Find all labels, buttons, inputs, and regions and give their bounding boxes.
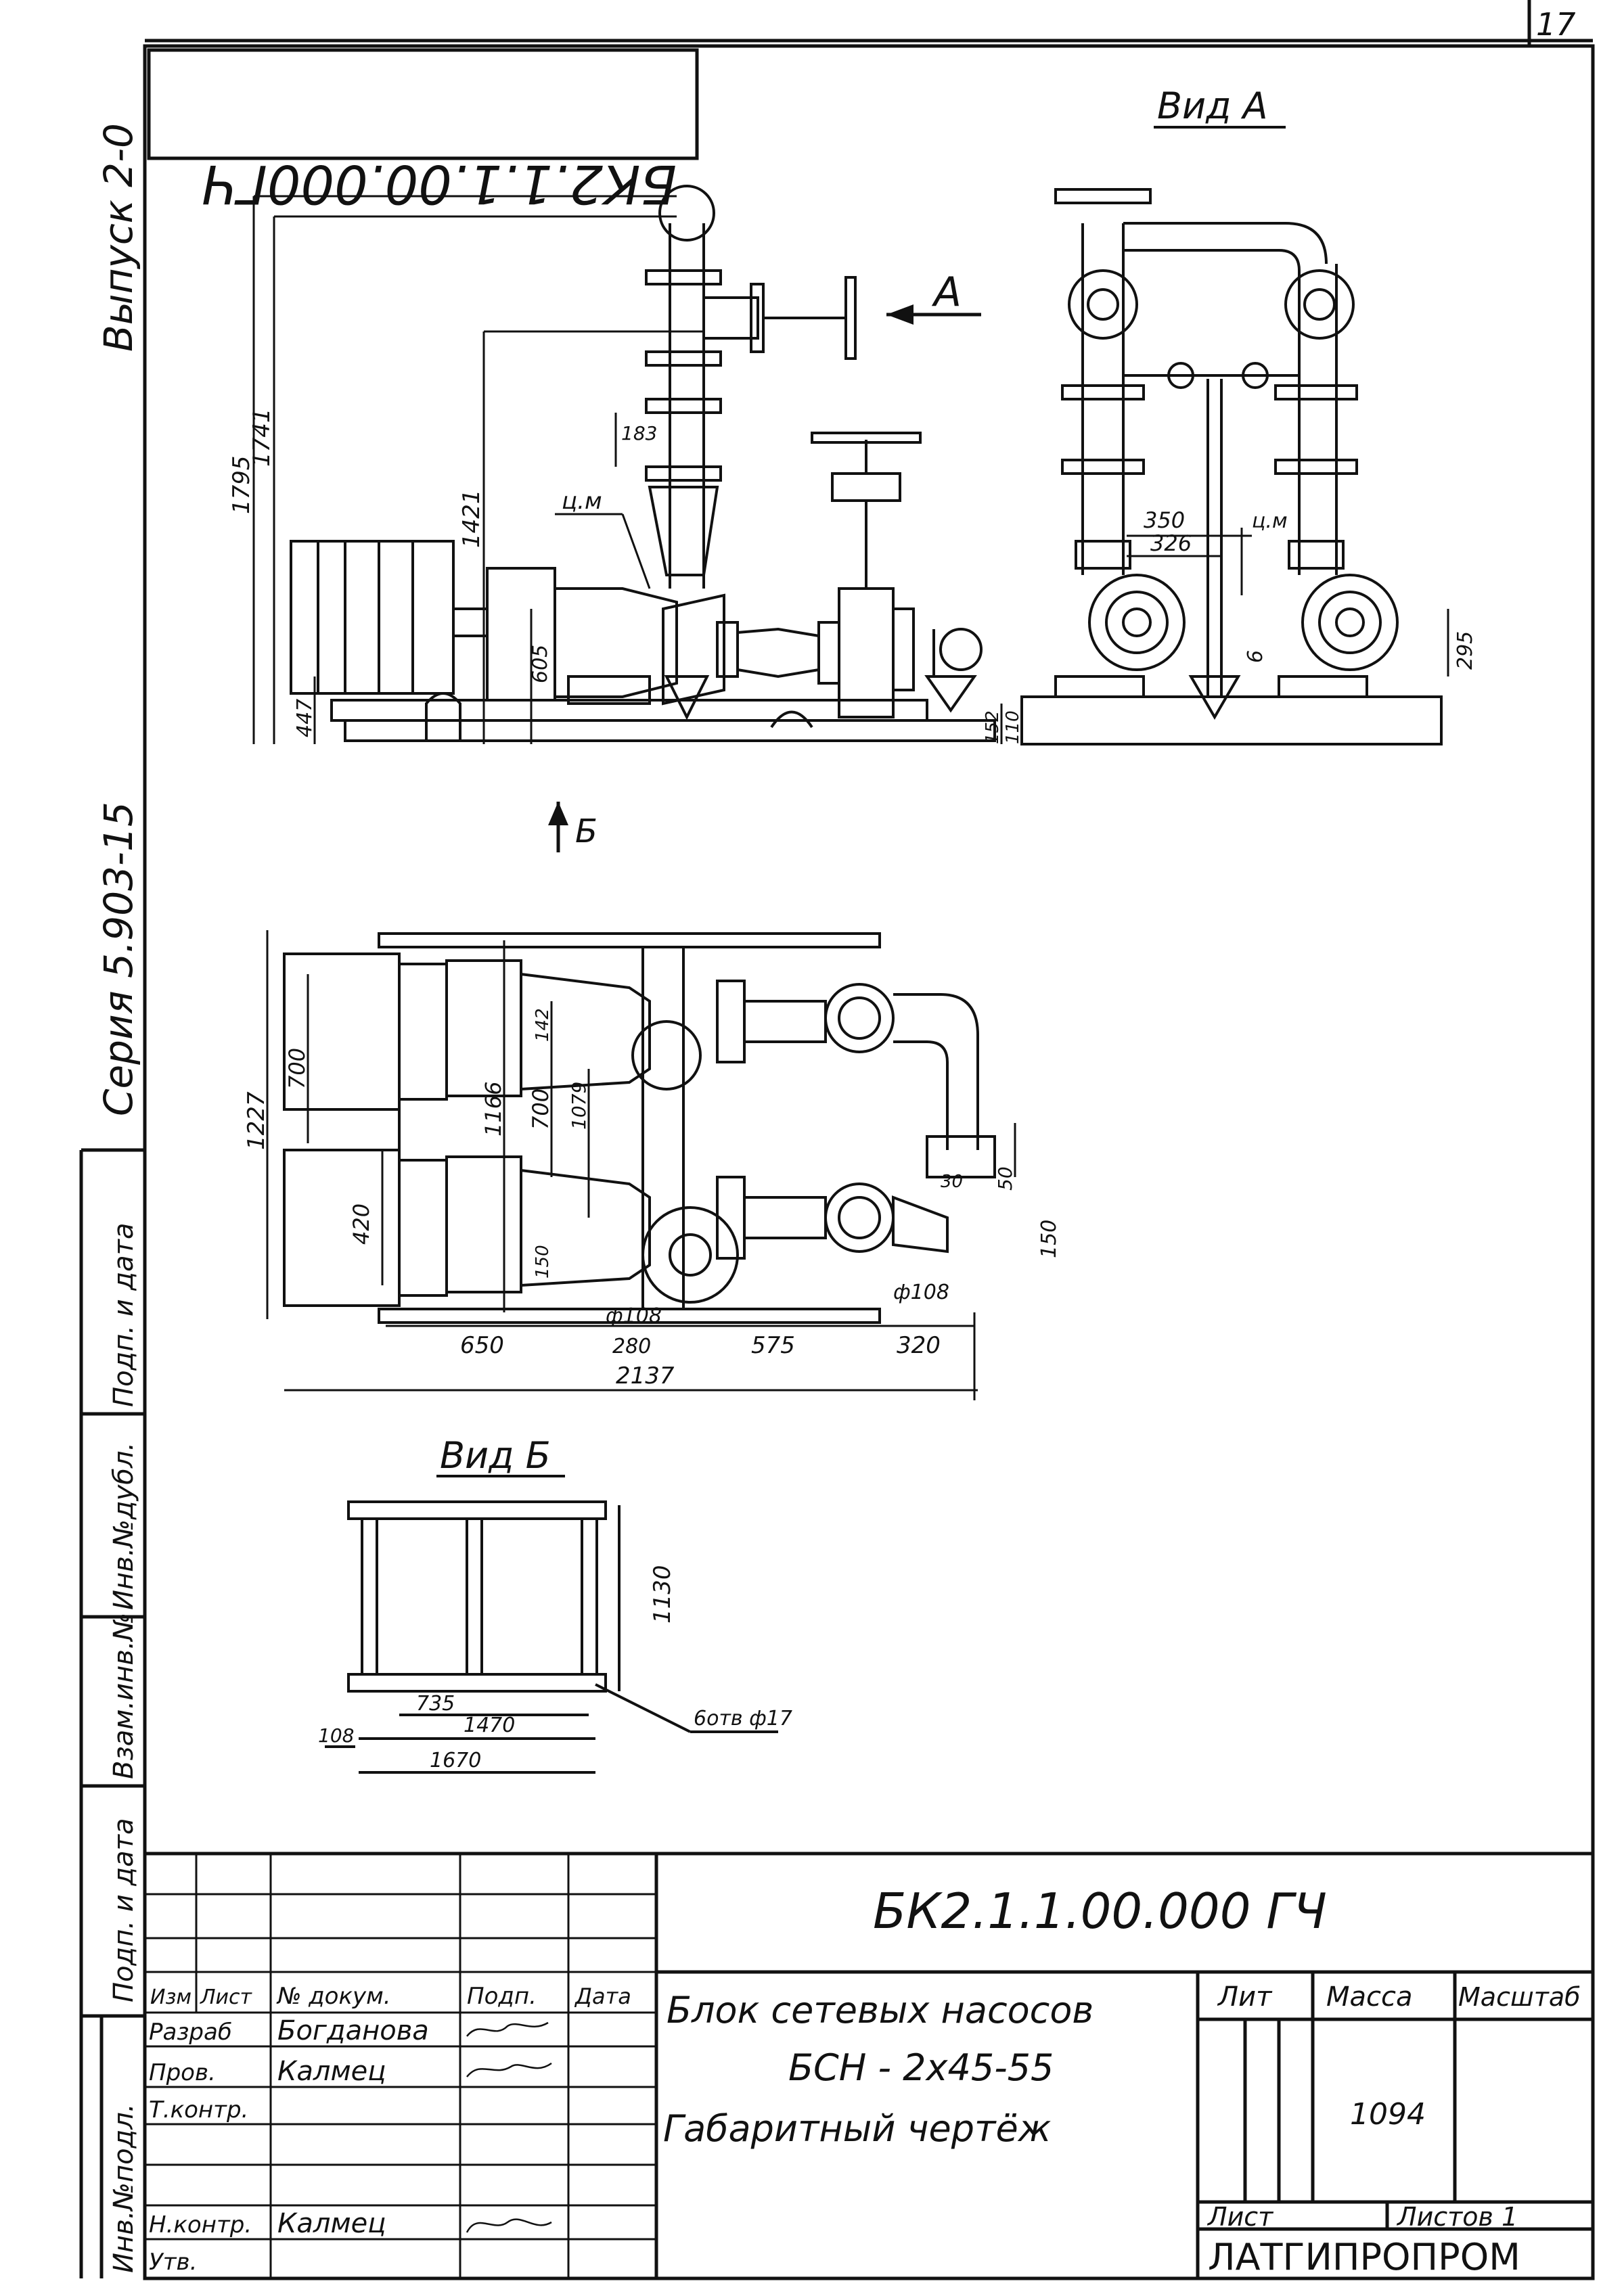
name-checked: Калмец [277,2056,386,2087]
dim-700b: 700 [528,1088,554,1130]
hdr-doc: № докум. [276,1983,391,2010]
title-block-left-grid [145,1854,656,2278]
dim-280: 280 [612,1335,651,1358]
arrow-b: Б [548,802,597,852]
signatures [466,2021,552,2233]
mass-label: Масса [1326,1981,1413,2013]
mirrored-code: БК2.1.1.00.000ГЧ [202,153,677,214]
side-view-a [1020,188,1443,745]
sheet-number: 17 [1536,6,1576,43]
hdr-change: Изм [150,1985,191,2009]
role-tech-control: Т.контр. [149,2096,248,2123]
doc-code: БК2.1.1.00.000 ГЧ [873,1883,1327,1939]
dim-350: 350 [1144,507,1185,533]
dim-1130: 1130 [649,1565,676,1624]
frame-dimension-labels: 1130 735 1470 1670 108 6отв ф17 [318,1565,792,1772]
arrow-b-text: Б [575,812,597,850]
view-a-label: Вид А [1157,85,1268,127]
organization: ЛАТГИПРОПРОМ [1208,2236,1520,2278]
title-block-roles: Разраб Пров. Т.контр. Н.контр. Утв. [149,2019,252,2276]
dim-1470: 1470 [464,1714,515,1737]
dim-320: 320 [897,1332,941,1359]
side-dimensions [1127,528,1449,676]
strip-inv-orig: Инв.№подл. [108,2103,139,2273]
hdr-date: Дата [574,1983,631,2009]
dim-phi108a: ф108 [606,1304,662,1328]
front-cm-label: ц.м [562,488,602,515]
mass-value: 1094 [1350,2097,1426,2132]
dim-575: 575 [751,1332,795,1359]
dim-108: 108 [318,1724,354,1747]
arrow-a: A [886,269,981,325]
dim-30: 30 [941,1172,963,1192]
view-b-frame [325,1500,778,1774]
dim-650: 650 [460,1332,504,1359]
dim-110: 110 [1003,710,1023,744]
strip-dup-inv: Инв.№дубл. [108,1442,139,1610]
series-label: Серия 5.903-15 [95,802,141,1116]
role-developer: Разраб [149,2019,232,2046]
dim-142: 142 [533,1008,553,1042]
strip-sign-date-2: Подп. и дата [108,1223,139,1407]
dim-1741: 1741 [248,408,275,467]
title-line-3: Габаритный чертёж [663,2107,1052,2150]
issue-label: Выпуск 2-0 [95,123,141,352]
title-line-2: БСН - 2х45-55 [788,2046,1054,2089]
dim-2137: 2137 [616,1362,675,1390]
role-checked: Пров. [149,2059,216,2086]
name-developer: Богданова [277,2015,429,2046]
dim-700a: 700 [284,1048,310,1089]
title-line-1: Блок сетевых насосов [667,1989,1093,2031]
dim-1670: 1670 [430,1749,481,1772]
dim-1079: 1079 [568,1082,590,1130]
scale-label: Масштаб [1458,1982,1581,2012]
front-elevation [290,185,996,742]
dim-6: 6 [1244,650,1267,663]
title-block-names: Богданова Калмец Калмец [277,2015,429,2239]
dim-150a: 150 [533,1245,553,1279]
plan-dimensions [266,930,1016,1400]
strip-sign-date-1: Подп. и дата [108,1818,139,2002]
dim-phi108b: ф108 [893,1281,949,1304]
view-b-label: Вид Б [440,1434,551,1477]
dim-152: 152 [983,710,1003,744]
hdr-sign: Подп. [467,1983,537,2010]
dim-605: 605 [528,645,552,683]
holes-label: 6отв ф17 [694,1707,792,1730]
front-dimensions [252,195,1003,744]
plan-dimension-labels: 1227 700 420 1166 700 1079 142 150 30 50… [243,1008,1061,1390]
strip-replace-inv: Взам.инв.№ [108,1613,139,1779]
plan-view [283,932,996,1324]
dim-1166: 1166 [480,1082,506,1136]
dim-183: 183 [621,422,657,444]
side-dimension-labels: 350 326 ц.м 6 295 [1144,507,1477,670]
title-block-headers: Изм Лист № докум. Подп. Дата [150,1983,631,2010]
dim-447: 447 [293,699,317,737]
sheet-label: Лист [1206,2202,1274,2232]
dim-326: 326 [1150,530,1192,556]
dim-295: 295 [1453,631,1477,670]
hdr-sheet: Лист [200,1985,253,2009]
title-block-grid [145,1852,1593,2278]
mirrored-code-box: БК2.1.1.00.000ГЧ [147,48,699,214]
front-dimension-labels: 1795 1741 1421 183 ц.м 605 447 152 110 [228,408,1023,744]
sheets-label: Листов 1 [1396,2202,1518,2232]
dim-150b: 150 [1037,1220,1061,1258]
dim-1795: 1795 [228,455,255,514]
role-approved: Утв. [149,2249,197,2276]
dim-1421: 1421 [458,489,485,548]
dim-50: 50 [994,1166,1016,1191]
dim-735: 735 [416,1692,455,1716]
role-norm-control: Н.контр. [149,2211,252,2238]
side-strip: Инв.№подл. Подп. и дата Взам.инв.№ Инв.№… [108,1223,139,2273]
lit-label: Лит [1217,1981,1273,2013]
arrow-a-text: A [931,269,962,316]
sheet-frame [79,0,1595,2280]
dim-1227: 1227 [243,1091,270,1150]
name-norm-control: Калмец [277,2208,386,2239]
dim-420: 420 [348,1203,374,1245]
side-cm-label: ц.м [1252,509,1288,533]
